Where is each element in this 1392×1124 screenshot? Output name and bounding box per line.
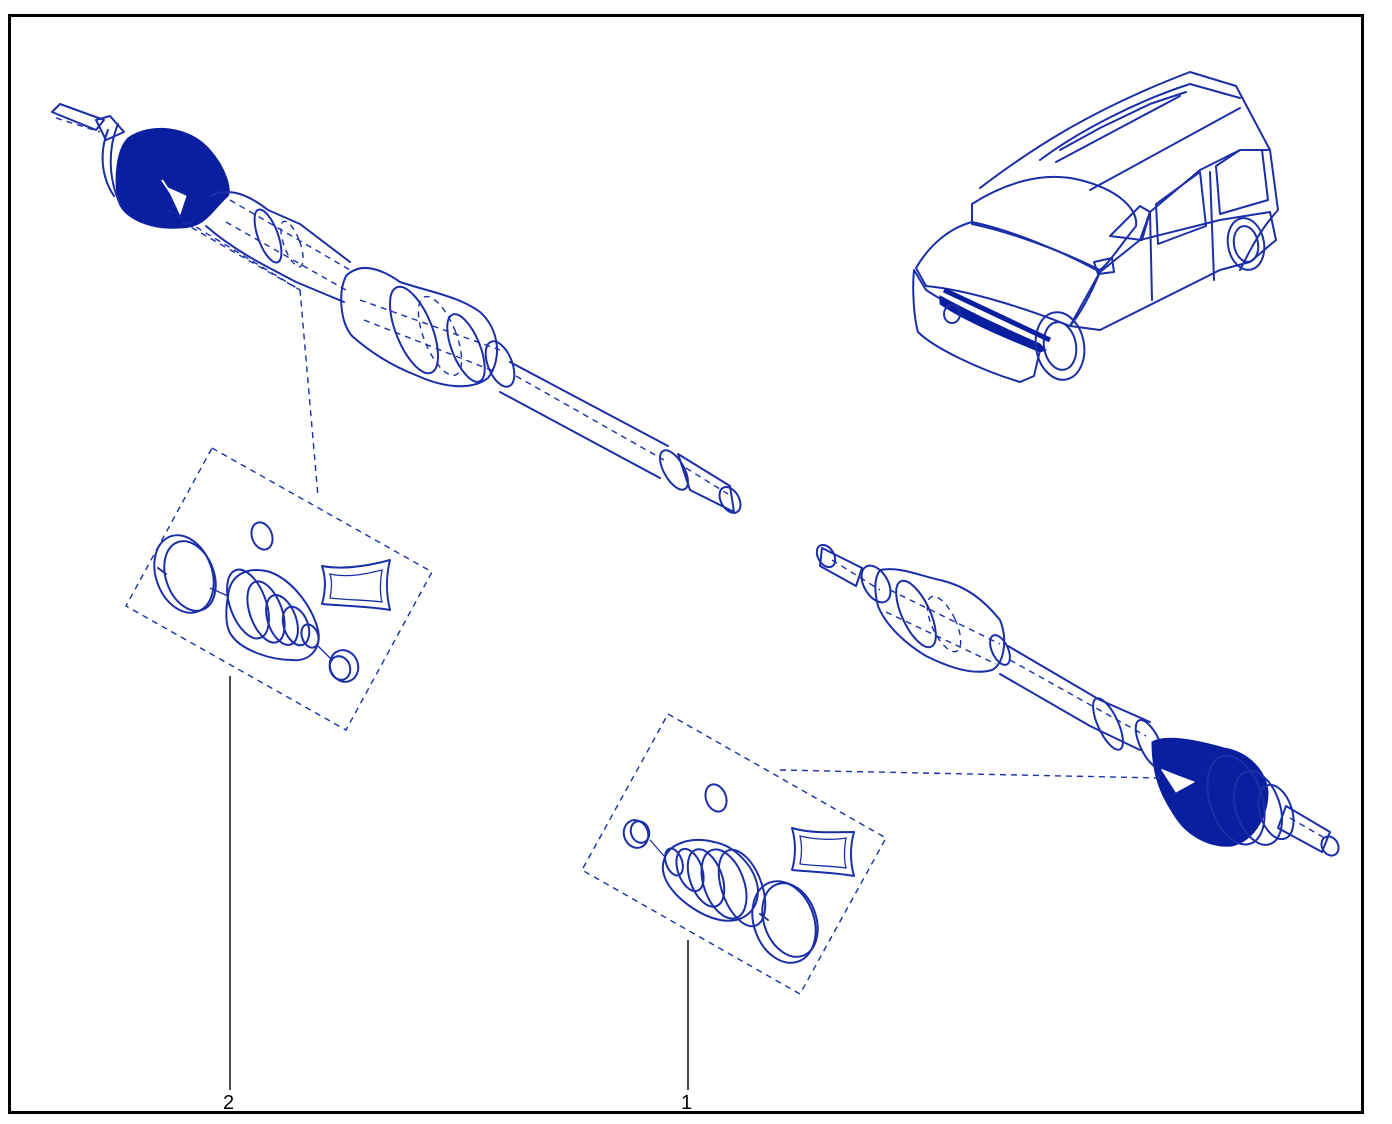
kit1-large-clamp xyxy=(751,880,819,964)
kit2-bellows-boot xyxy=(225,568,320,662)
driveshaft-right xyxy=(815,543,1340,857)
shaft-body-right xyxy=(999,645,1166,769)
kit1-outline xyxy=(581,713,887,995)
tripod-boot-right xyxy=(874,568,1011,673)
kit1-small-ring xyxy=(704,783,728,813)
shaft-tip-right-top xyxy=(815,543,892,604)
leader-kit2 xyxy=(167,209,319,497)
output-stub-left xyxy=(499,361,742,514)
shaft-body-left xyxy=(205,191,351,303)
kit2-small-clamp xyxy=(328,649,360,683)
diagram-frame xyxy=(8,14,1364,1114)
cv-boot-dark-right xyxy=(1151,737,1295,847)
kit1-bellows-boot xyxy=(661,839,767,928)
driveshaft-left xyxy=(51,103,742,514)
callout-2-label: 2 xyxy=(223,1092,235,1114)
cv-boot-dark-left xyxy=(101,123,230,229)
callout-1-label: 1 xyxy=(681,1092,693,1114)
shaft-tip-right-bottom xyxy=(1277,805,1340,857)
kit1-small-clamp xyxy=(622,819,651,849)
kit2-large-clamp xyxy=(153,534,217,614)
kit2-outline xyxy=(125,447,433,731)
shaft-tip-left xyxy=(51,103,125,141)
tripod-boot-left xyxy=(340,267,516,388)
kit2-small-ring xyxy=(250,521,274,551)
leader-kit1 xyxy=(779,769,1161,779)
vehicle-thumbnail xyxy=(912,71,1279,383)
kit1-grease-sachet xyxy=(791,827,855,877)
boot-kit-1 xyxy=(581,713,887,995)
boot-kit-2 xyxy=(125,447,433,731)
kit2-grease-sachet xyxy=(321,559,391,611)
